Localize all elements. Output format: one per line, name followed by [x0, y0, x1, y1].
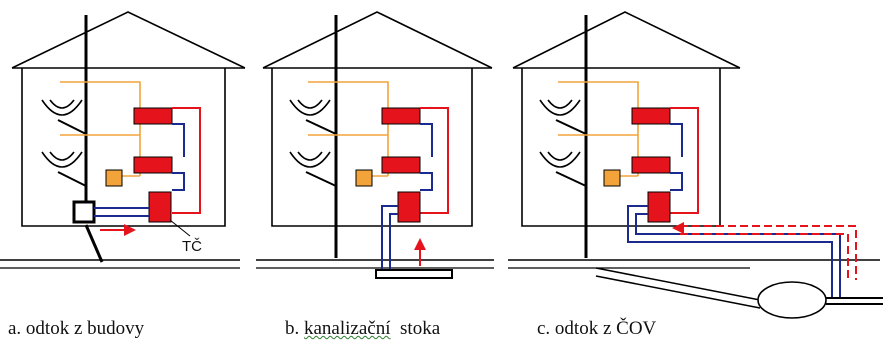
- caption-panel-a: a. odtok z budovy: [8, 318, 145, 339]
- washbasin-lower-drain: [57, 171, 87, 187]
- caption-panel-c: c. odtok z ČOV: [537, 318, 657, 339]
- caption-panel-b-suffix: stoka: [390, 318, 441, 339]
- tap-water-pipe: [558, 81, 639, 177]
- caption-panel-b-prefix: b.: [285, 318, 304, 339]
- washbasin-lower: [289, 151, 331, 168]
- washbasin-upper: [289, 99, 331, 116]
- panel-c: [508, 11, 883, 319]
- cold-return-pipe: [172, 123, 185, 191]
- radiator-upper: [133, 107, 173, 125]
- drain-outlet: [84, 224, 104, 263]
- exchanger-pipes: [381, 205, 398, 270]
- washbasin-lower-drain: [555, 171, 587, 187]
- heat-exchanger-box: [72, 200, 96, 224]
- heat-flow-arrowhead: [414, 238, 426, 250]
- house-walls: [521, 68, 721, 227]
- boiler: [603, 169, 621, 187]
- heat-pump-unit: [397, 191, 421, 223]
- caption-panel-b: b. kanalizační stoka: [285, 318, 440, 340]
- radiator-lower: [381, 156, 421, 174]
- heat-pump-label: TČ: [182, 238, 202, 255]
- washbasin-upper-drain: [555, 119, 587, 135]
- radiator-upper: [631, 107, 671, 125]
- house-roof: [512, 11, 741, 69]
- hot-supply-pipe: [670, 107, 699, 214]
- outflow-pipe: [826, 297, 883, 305]
- washbasin-upper: [41, 99, 83, 116]
- tap-water-pipe: [308, 81, 389, 177]
- washbasin-lower: [539, 151, 581, 168]
- panel-a: TČ: [0, 11, 246, 269]
- washbasin-lower-drain: [305, 171, 337, 187]
- boiler: [105, 169, 123, 187]
- heat-flow-arrowhead: [124, 224, 136, 236]
- heat-pump-unit: [148, 191, 172, 223]
- tap-water-pipe: [60, 81, 141, 177]
- cold-return-pipe: [420, 123, 433, 191]
- house-roof: [262, 11, 493, 69]
- washbasin-upper-drain: [305, 119, 337, 135]
- washbasin-upper: [539, 99, 581, 116]
- sewer-heat-exchanger: [375, 269, 453, 279]
- radiator-lower: [133, 156, 173, 174]
- radiator-upper: [381, 107, 421, 125]
- heat-pump-unit: [647, 191, 671, 223]
- sewer-line: [595, 267, 761, 309]
- washbasin-lower: [41, 151, 83, 168]
- hot-supply-pipe: [420, 107, 449, 214]
- wastewater-treatment-plant: [757, 281, 827, 319]
- boiler: [355, 169, 373, 187]
- house-walls: [271, 68, 473, 227]
- house-walls: [21, 68, 226, 227]
- house-roof: [11, 11, 246, 69]
- exchanger-pipes: [627, 205, 841, 298]
- radiator-lower: [631, 156, 671, 174]
- caption-panel-b-underlined: kanalizační: [304, 318, 391, 339]
- washbasin-upper-drain: [57, 119, 87, 135]
- heat-flow-arrowhead: [672, 222, 684, 234]
- cold-return-pipe: [670, 123, 683, 191]
- exchanger-pipes: [94, 207, 149, 217]
- hot-supply-pipe: [172, 107, 201, 214]
- dashed-heat-route: [680, 225, 857, 280]
- panel-b: [256, 11, 494, 279]
- label-leader: [169, 219, 191, 237]
